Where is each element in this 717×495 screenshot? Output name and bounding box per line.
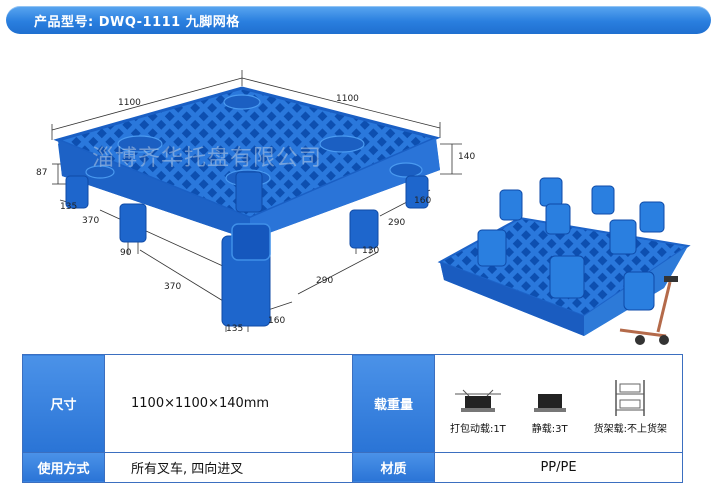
dynamic-load-text: 打包动载:1T — [449, 424, 506, 436]
dim-bottom-370: 370 — [164, 282, 182, 292]
load-item-static: 静载:3T — [528, 386, 572, 435]
static-load-icon — [533, 394, 566, 413]
load-item-rack: 货架载:不上货架 — [594, 378, 667, 435]
company-watermark: 淄博齐华托盘有限公司 — [92, 146, 323, 171]
size-label: 尺寸 — [22, 354, 105, 453]
load-options: 打包动载:1T 静载:3T — [435, 371, 682, 435]
rack-load-text: 货架载:不上货架 — [593, 424, 668, 436]
dim-right-290: 290 — [388, 218, 406, 228]
dynamic-load-icon — [454, 390, 501, 413]
dim-bottom-135: 135 — [226, 324, 244, 334]
load-item-dynamic: 打包动载:1T — [450, 386, 506, 435]
product-title: 产品型号: DWQ-1111 九脚网格 — [34, 15, 240, 30]
table-row: 尺寸 1100×1100×140mm 载重量 打包动载:1T — [22, 354, 683, 453]
material-value: PP/PE — [434, 451, 683, 484]
rack-load-icon — [615, 380, 646, 417]
usage-value: 所有叉车, 四向进叉 — [104, 451, 353, 484]
dim-left-370: 370 — [82, 216, 100, 226]
size-value: 1100×1100×140mm — [104, 354, 353, 453]
usage-label: 使用方式 — [22, 451, 105, 484]
load-label: 载重量 — [352, 354, 435, 453]
table-row: 使用方式 所有叉车, 四向进叉 材质 PP/PE — [22, 451, 683, 484]
dim-right-130: 130 — [362, 246, 380, 256]
static-load-text: 静载:3T — [531, 424, 568, 436]
spec-table: 尺寸 1100×1100×140mm 载重量 打包动载:1T — [22, 354, 683, 484]
dim-left-87: 87 — [36, 168, 48, 178]
dim-right-160: 160 — [414, 196, 432, 206]
dim-top-left: 1100 — [118, 98, 141, 108]
header-bar: 产品型号: DWQ-1111 九脚网格 — [6, 6, 711, 34]
dim-left-90: 90 — [120, 248, 132, 258]
load-value-cell: 打包动载:1T 静载:3T — [434, 354, 683, 453]
dim-left-135: 135 — [60, 202, 78, 212]
dim-bottom-160: 160 — [268, 316, 286, 326]
dim-top-right: 1100 — [336, 94, 359, 104]
pallet-main-image — [51, 70, 691, 345]
dim-height: 140 — [458, 152, 476, 162]
product-photo-area: 淄博齐华托盘有限公司 1100 1100 140 87 135 370 90 3… — [0, 40, 717, 348]
material-label: 材质 — [352, 451, 435, 484]
dim-bottom-290: 290 — [316, 276, 334, 286]
